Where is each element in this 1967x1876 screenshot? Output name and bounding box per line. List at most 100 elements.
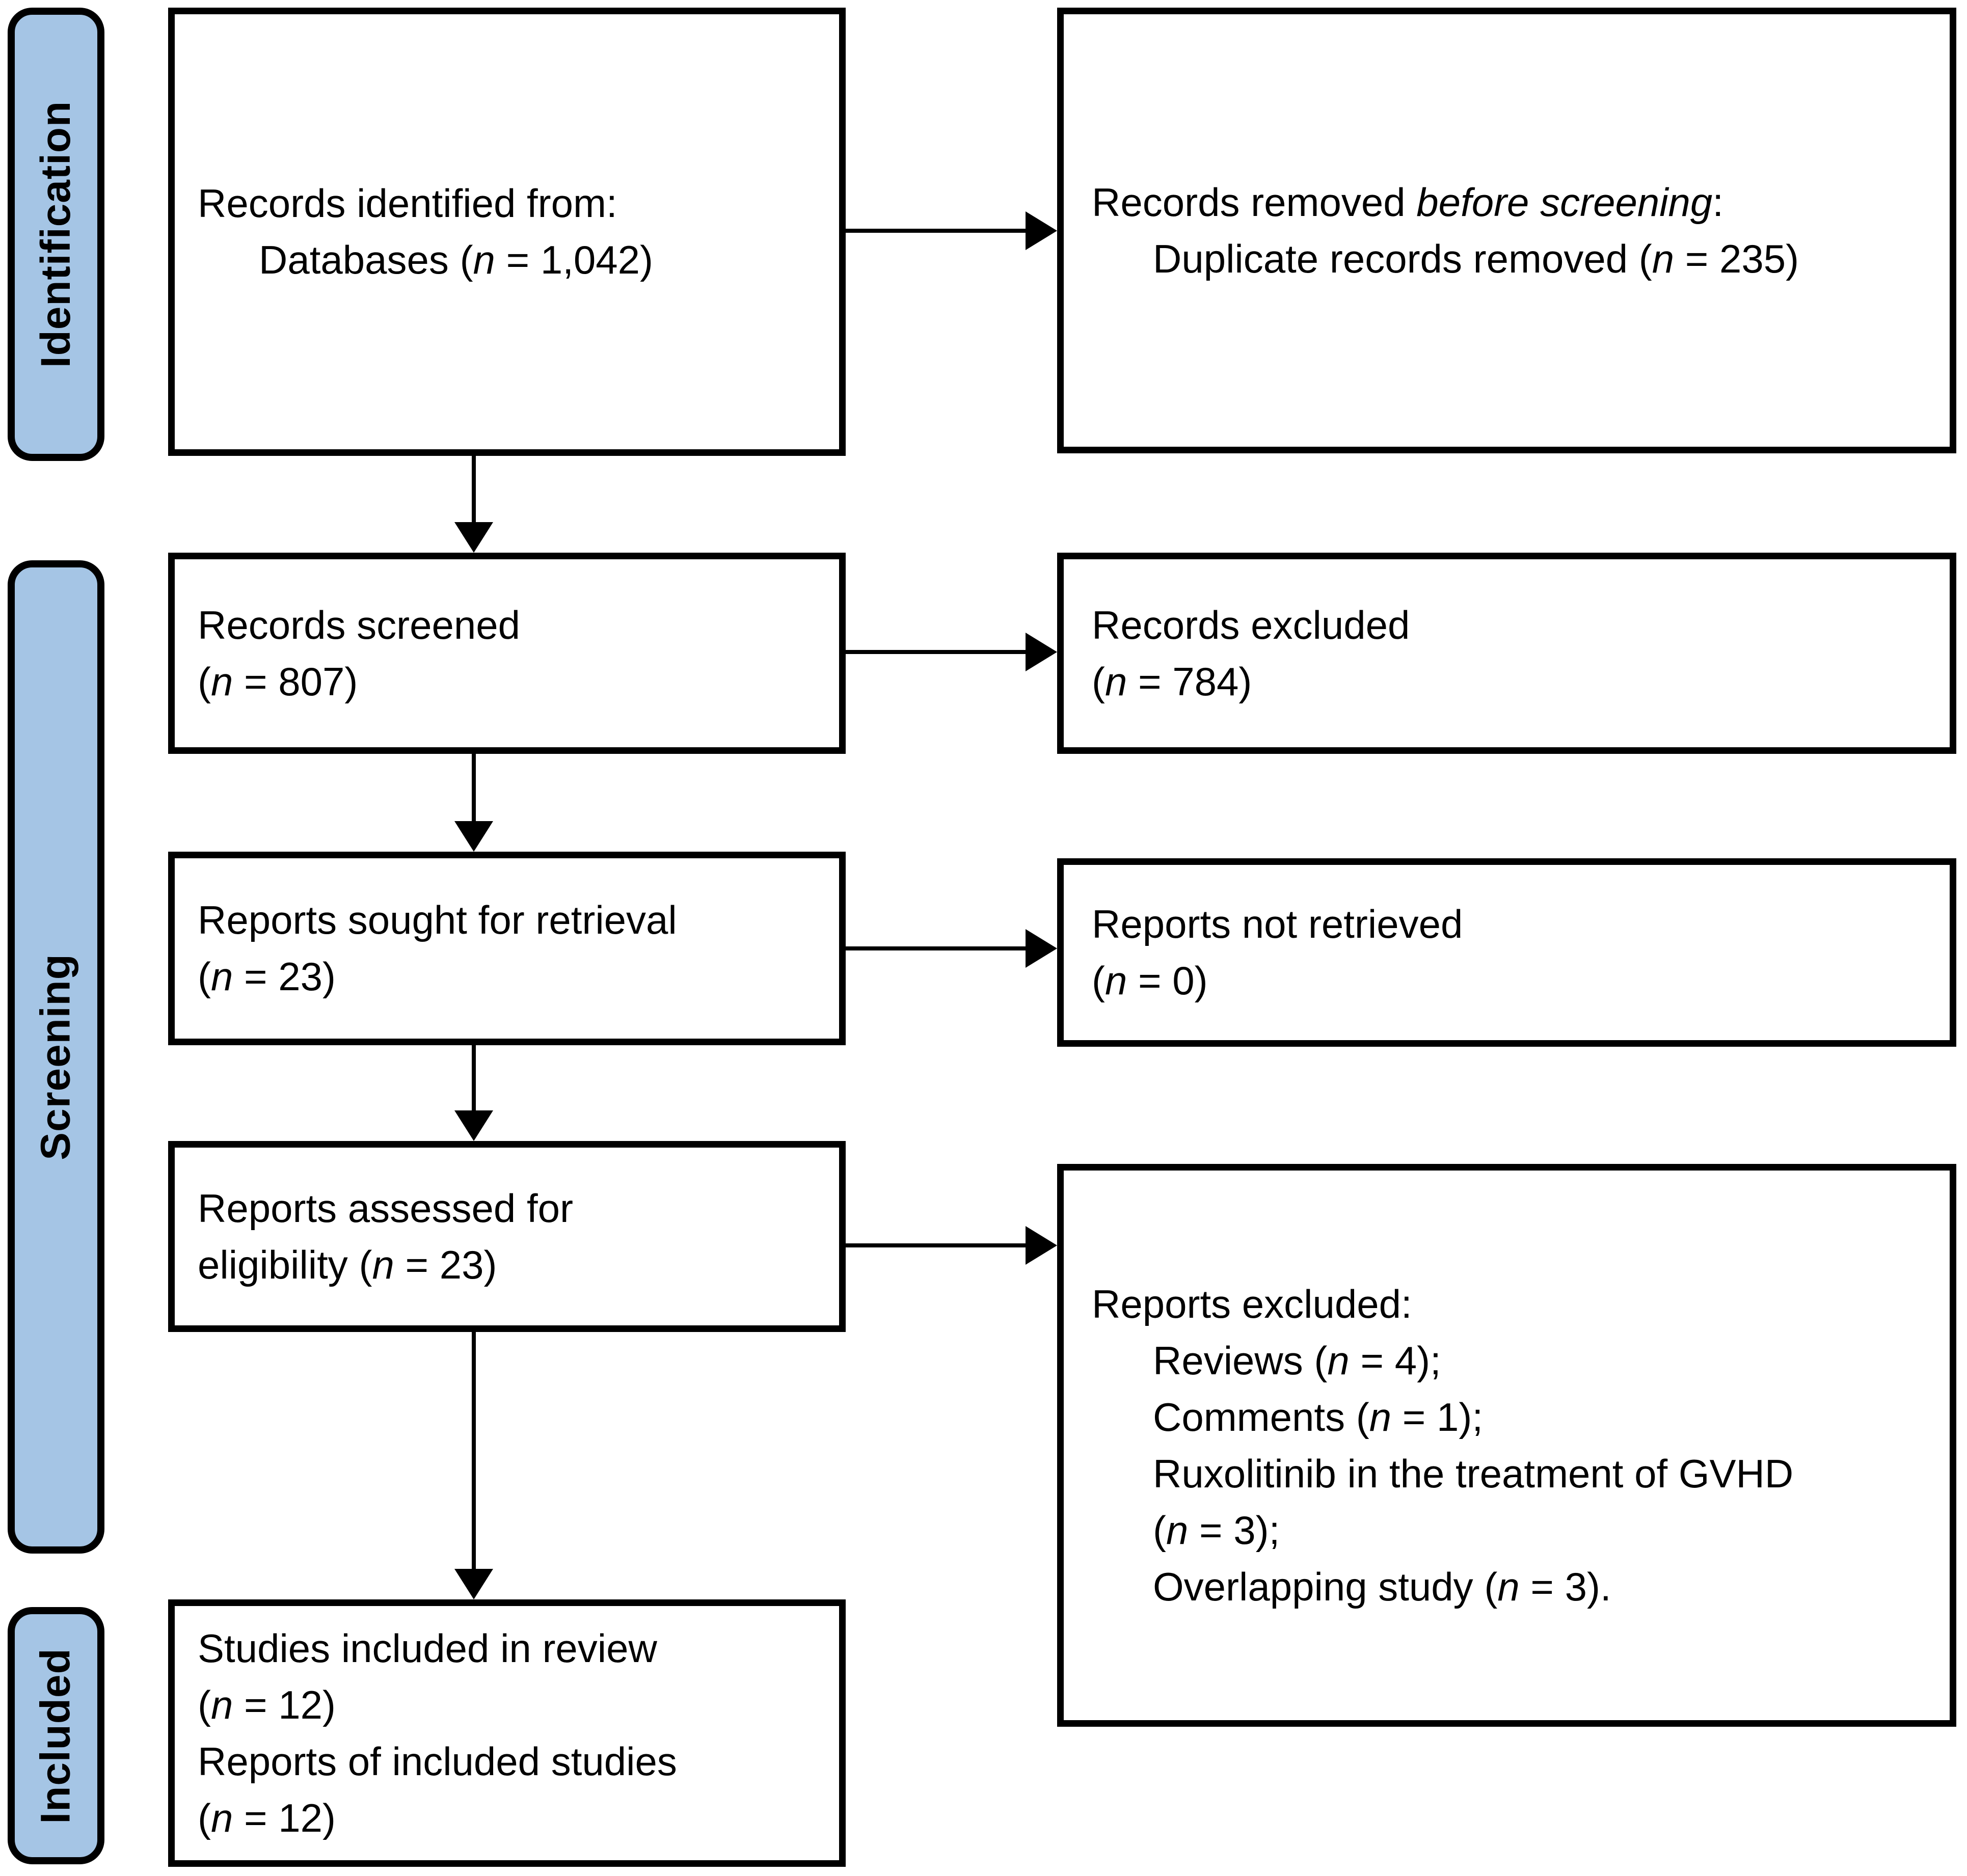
text-line: (n = 12) <box>198 1790 829 1846</box>
text-line: Databases (n = 1,042) <box>198 232 829 288</box>
stage-label-identification: Identification <box>33 100 79 368</box>
text-line: Records removed before screening: <box>1092 174 1939 231</box>
text: = 23) <box>394 1242 497 1287</box>
text: Databases ( <box>259 237 473 282</box>
text: Records removed <box>1092 179 1417 225</box>
box-reports-excluded: Reports excluded:Reviews (n = 4);Comment… <box>1057 1164 1956 1727</box>
text: Reports excluded: <box>1092 1281 1412 1326</box>
text: ( <box>198 1682 211 1727</box>
text-line: (n = 0) <box>1092 953 1939 1009</box>
text: = 3). <box>1519 1564 1611 1609</box>
text: Comments ( <box>1153 1394 1369 1439</box>
text: = 12) <box>233 1795 336 1840</box>
arrow-assessed-to-studies <box>453 1332 494 1599</box>
italic-text: n <box>1497 1564 1520 1609</box>
text: = 3); <box>1188 1507 1280 1553</box>
text: Records screened <box>198 602 520 647</box>
arrow-shaft <box>843 1243 1028 1247</box>
arrow-shaft <box>472 754 476 823</box>
text: = 0) <box>1127 958 1208 1003</box>
text: Studies included in review <box>198 1625 657 1671</box>
arrow-down-icon <box>454 1569 493 1599</box>
italic-text: n <box>1166 1507 1189 1553</box>
box-records-identified: Records identified from: Databases (n = 1… <box>168 8 846 456</box>
text: Reviews ( <box>1153 1338 1328 1383</box>
text-line: Records identified from: <box>198 175 829 232</box>
text-line: Records screened <box>198 597 829 654</box>
text: ( <box>198 1795 211 1840</box>
stage-label-included: Included <box>33 1647 79 1824</box>
text: Records excluded <box>1092 602 1410 647</box>
arrow-shaft <box>472 1332 476 1571</box>
stage-label-screening: Screening <box>33 954 79 1160</box>
italic-text: n <box>210 1795 233 1840</box>
text: : <box>1712 179 1723 225</box>
box-reports-not-retrieved: Reports not retrieved (n = 0) <box>1057 858 1956 1047</box>
arrow-shaft <box>472 456 476 524</box>
arrow-shaft <box>472 1045 476 1112</box>
text: Overlapping study ( <box>1153 1564 1498 1609</box>
text: = 1); <box>1391 1394 1484 1439</box>
box-reports-sought-for-retrieval: Reports sought for retrieval (n = 23) <box>168 852 846 1045</box>
stage-bar-identification: Identification <box>8 8 104 461</box>
italic-text: n <box>210 1682 233 1727</box>
text: ( <box>198 659 211 704</box>
italic-text: n <box>1104 659 1127 704</box>
arrow-down-icon <box>454 522 493 553</box>
text: Reports sought for retrieval <box>198 898 677 942</box>
italic-text: n <box>210 659 233 704</box>
text: eligibility ( <box>198 1242 372 1287</box>
italic-text: n <box>372 1242 394 1287</box>
italic-text: before screening <box>1416 179 1713 225</box>
text: = 23) <box>233 954 336 999</box>
text: = 807) <box>233 659 358 704</box>
text-line: eligibility (n = 23) <box>198 1237 829 1293</box>
text: Records identified from: <box>198 181 617 226</box>
box-studies-included-in-review: Studies included in review(n = 12)Report… <box>168 1599 846 1867</box>
arrow-sought-to-assessed <box>453 1045 494 1141</box>
text: = 1,042) <box>495 237 653 282</box>
arrow-assessed-to-reports-excluded <box>843 1225 1057 1266</box>
stage-bar-screening: Screening <box>8 560 104 1554</box>
text-line: Comments (n = 1); <box>1092 1389 1939 1446</box>
text: Reports assessed for <box>198 1185 574 1231</box>
text: ( <box>1092 958 1105 1003</box>
arrow-shaft <box>843 229 1028 233</box>
text: = 784) <box>1127 659 1252 704</box>
arrow-identified-to-screened <box>453 456 494 553</box>
text-line: Reports not retrieved <box>1092 896 1939 953</box>
text-line: (n = 12) <box>198 1677 829 1733</box>
arrow-right-icon <box>1026 633 1057 671</box>
arrow-down-icon <box>454 1110 493 1141</box>
italic-text: n <box>1104 958 1127 1003</box>
box-records-screened: Records screened (n = 807) <box>168 553 846 754</box>
text: Reports not retrieved <box>1092 902 1463 946</box>
text-line: (n = 3); <box>1092 1502 1939 1559</box>
text: Duplicate records removed ( <box>1153 236 1652 281</box>
box-records-removed-before-screening: Records removed before screening: Duplica… <box>1057 8 1956 453</box>
text: ( <box>198 954 211 999</box>
text-line: Reports excluded: <box>1092 1276 1939 1333</box>
arrow-screened-to-excluded <box>843 632 1057 672</box>
text: = 235) <box>1674 236 1799 281</box>
text-line: (n = 784) <box>1092 654 1939 710</box>
box-reports-assessed-for-eligibility: Reports assessed for eligibility (n = 23) <box>168 1141 846 1332</box>
text: ( <box>1153 1507 1166 1553</box>
arrow-right-icon <box>1026 929 1057 968</box>
text-line: Reports sought for retrieval <box>198 892 829 948</box>
arrow-shaft <box>843 946 1028 950</box>
italic-text: n <box>473 237 495 282</box>
italic-text: n <box>1327 1338 1350 1383</box>
text: = 4); <box>1349 1338 1441 1383</box>
arrow-down-icon <box>454 821 493 852</box>
text-line: Reports of included studies <box>198 1733 829 1790</box>
text: = 12) <box>233 1682 336 1727</box>
text-line: (n = 23) <box>198 948 829 1005</box>
text-line: Studies included in review <box>198 1620 829 1677</box>
arrow-right-icon <box>1026 1226 1057 1265</box>
text-line: (n = 807) <box>198 654 829 710</box>
arrow-sought-to-not-retrieved <box>843 928 1057 969</box>
text: Ruxolitinib in the treatment of GVHD <box>1153 1451 1794 1496</box>
italic-text: n <box>1369 1394 1392 1439</box>
